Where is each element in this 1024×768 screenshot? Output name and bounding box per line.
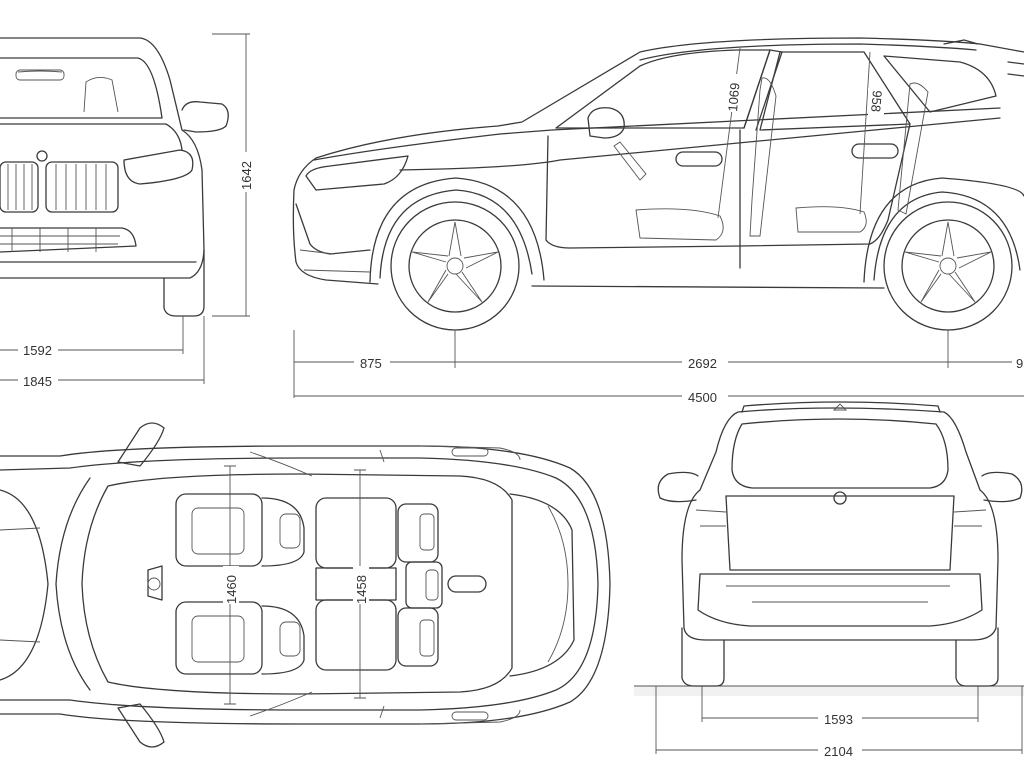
front-view: 1642 1592 1845 bbox=[0, 33, 254, 389]
rear-overhang-label: 9 bbox=[1016, 356, 1023, 371]
top-view: 1460 1458 bbox=[0, 422, 611, 748]
mirror-width-label: 2104 bbox=[824, 744, 853, 759]
rear-view: 1593 2104 bbox=[634, 401, 1024, 759]
front-headroom-label: 1069 bbox=[725, 82, 742, 112]
rear-shoulder-label: 1458 bbox=[354, 575, 369, 604]
rear-headroom-label: 958 bbox=[868, 90, 885, 113]
front-shoulder-label: 1460 bbox=[224, 575, 239, 604]
rear-track-label: 1593 bbox=[824, 712, 853, 727]
wheelbase-label: 2692 bbox=[688, 356, 717, 371]
front-height-label: 1642 bbox=[239, 161, 254, 190]
front-track-label: 1592 bbox=[23, 343, 52, 358]
front-overhang-label: 875 bbox=[360, 356, 382, 371]
side-view: 1069 958 875 2692 9 4500 bbox=[292, 37, 1024, 405]
front-width-label: 1845 bbox=[23, 374, 52, 389]
length-label: 4500 bbox=[688, 390, 717, 405]
